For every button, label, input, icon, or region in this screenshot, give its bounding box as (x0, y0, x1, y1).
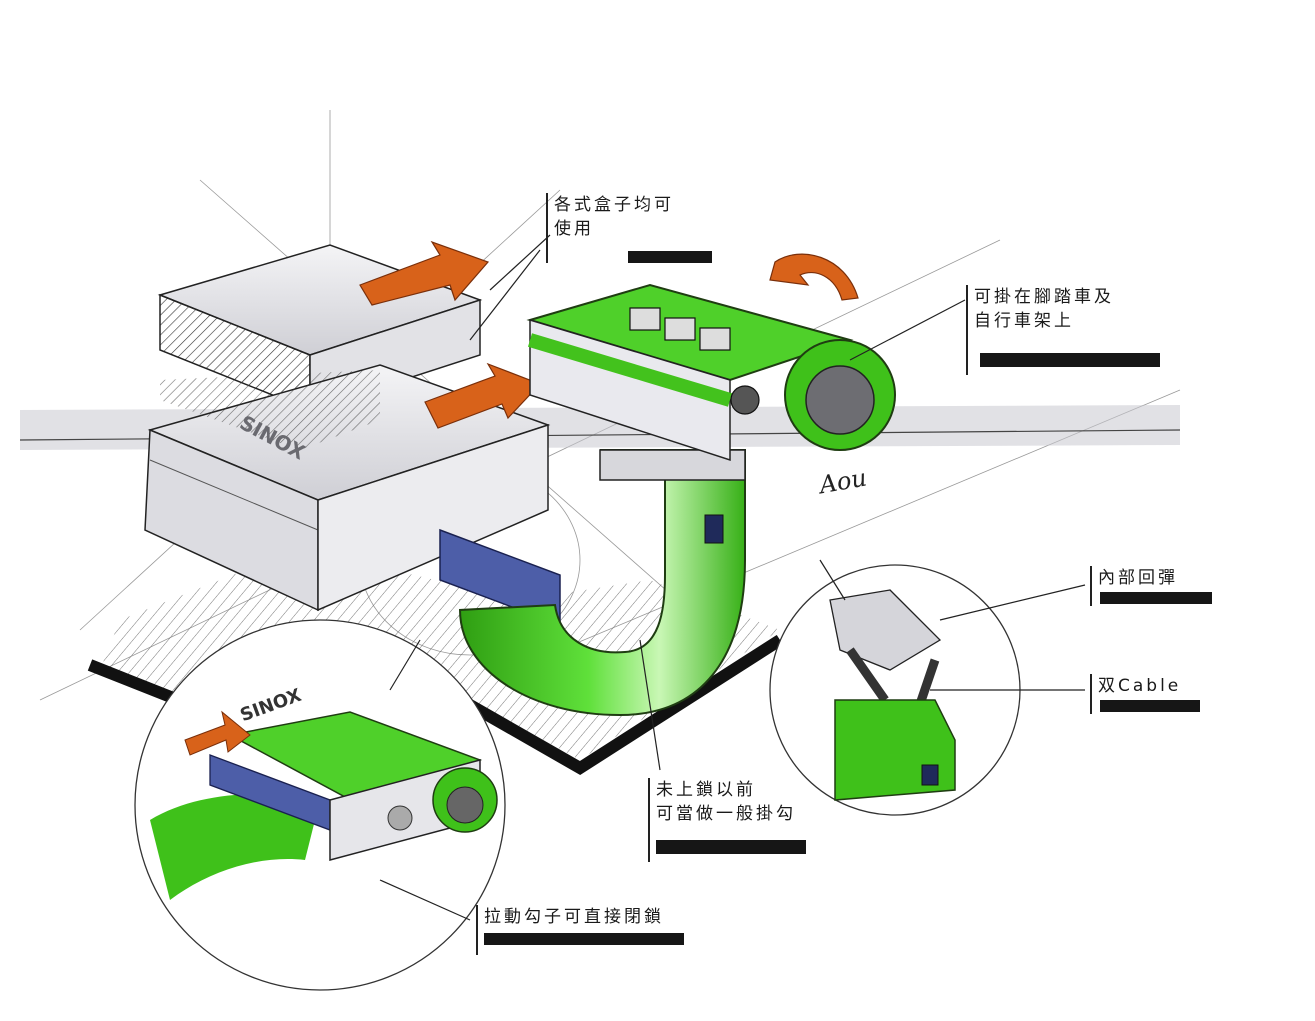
annotation-line: 拉動勾子可直接閉鎖 (484, 907, 664, 927)
annotation-line: 使用 (554, 219, 594, 239)
slide-arrow-icon (424, 362, 542, 429)
slide-arrow-icon (359, 240, 490, 306)
detail-circle-hook (134, 619, 506, 991)
annotation-internal-return: 內部回彈 (1090, 566, 1215, 606)
annotation-line: 可掛在腳踏車及 (974, 287, 1114, 307)
annotation-double-cable: 双Cable (1090, 674, 1205, 714)
annotation-line: 可當做一般掛勾 (656, 804, 796, 824)
designer-signature: Aou (815, 464, 868, 500)
annotation-shadow (628, 251, 712, 263)
annotation-line: 自行車架上 (974, 311, 1074, 331)
annotation-before-lock: 未上鎖以前 可當做一般掛勾 (648, 778, 818, 862)
annotation-shadow (1100, 592, 1212, 604)
annotation-mount: 可掛在腳踏車及 自行車架上 (966, 285, 1160, 375)
annotation-line: 內部回彈 (1098, 568, 1178, 588)
detail-circle-cable (769, 564, 1021, 816)
j-hook-lock (458, 449, 746, 717)
annotation-pull-lock: 拉動勾子可直接閉鎖 (476, 905, 701, 955)
push-arrow-icon (184, 710, 251, 756)
annotation-line: 双Cable (1098, 676, 1182, 696)
rotate-arrow-icon (769, 253, 859, 301)
annotation-shadow (980, 353, 1160, 367)
annotation-line: 未上鎖以前 (656, 780, 756, 800)
annotation-line: 各式盒子均可 (554, 195, 674, 215)
combination-dials (629, 307, 731, 351)
annotation-shadow (656, 840, 806, 854)
leader-lines (379, 234, 1086, 921)
annotation-shadow (484, 933, 684, 945)
annotation-shadow (1100, 700, 1200, 712)
lock-head (526, 283, 896, 462)
annotation-box-usage: 各式盒子均可 使用 (546, 193, 712, 263)
